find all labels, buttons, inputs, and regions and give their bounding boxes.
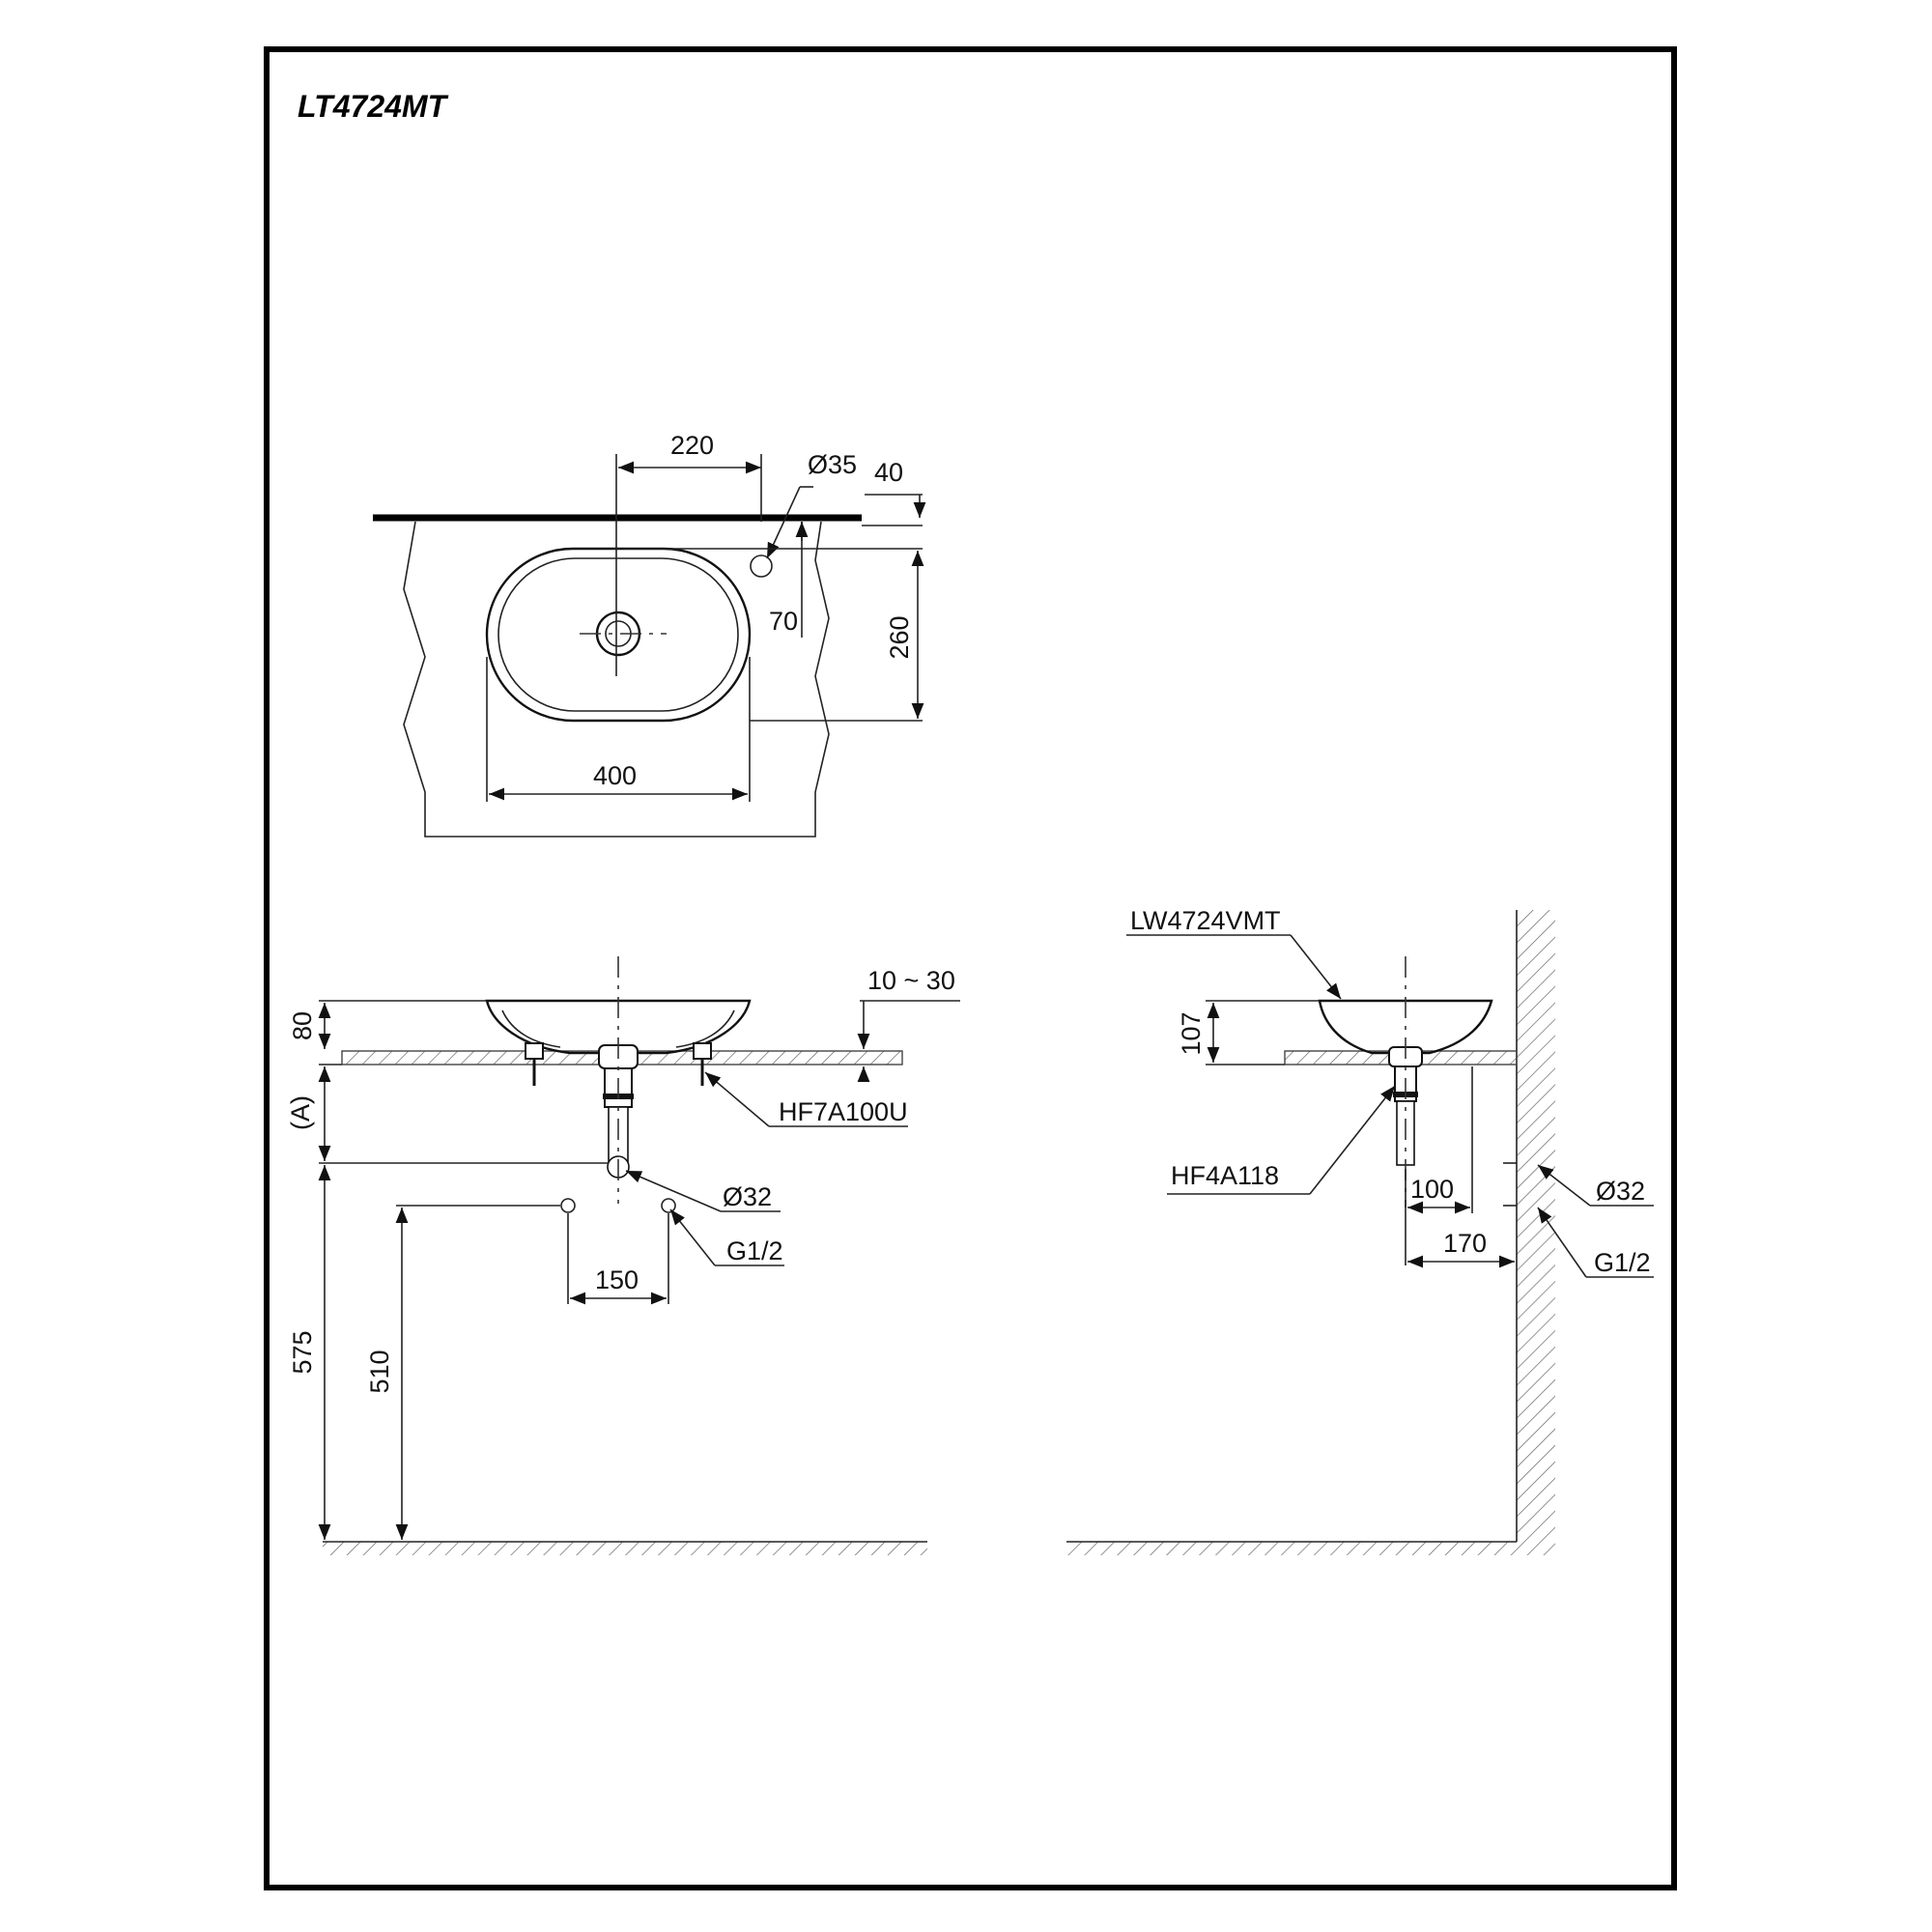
countertop-outline [403,521,830,838]
leader-faucet-hole [766,486,801,559]
dim-107: 107 [1177,1011,1206,1055]
label-outlet-front: Ø32 [723,1182,772,1211]
label-lw4724vmt: LW4724VMT [1130,906,1281,935]
leader-outlet-front [625,1170,722,1212]
sheet-border [264,46,1677,1890]
dim-80: 80 [288,1011,317,1040]
dim-150: 150 [595,1265,639,1294]
front-basin-profile [485,999,752,1055]
dim-260: 260 [885,615,914,659]
dim-510: 510 [365,1350,394,1393]
fixing-bolt-left [525,1042,544,1060]
dim-70: 70 [769,607,798,636]
dim-faucet-hole: Ø35 [808,450,857,479]
label-outlet-side: Ø32 [1596,1177,1645,1206]
dim-220: 220 [670,431,714,460]
front-floor [323,1542,927,1555]
dim-adjust: 10 ~ 30 [867,966,955,995]
front-basin-inner-left [501,1009,561,1048]
leader-drain-side [1309,1085,1396,1195]
dim-170: 170 [1443,1229,1487,1258]
label-supply-side: G1/2 [1594,1248,1651,1277]
front-basin-inner-right [675,1009,735,1048]
leader-outlet-side [1537,1164,1591,1207]
supply-left [560,1198,576,1213]
side-wall [1517,910,1555,1555]
drawing-title: LT4724MT [298,89,449,124]
front-view: 80 (A) 575 510 150 10 ~ 30 HF7A100U Ø32 … [286,956,960,1555]
fixing-bolt-right [693,1042,712,1060]
basin-inner-rim [497,557,739,712]
faucet-hole [750,554,773,578]
leader-supply-front [669,1208,716,1266]
dim-40: 40 [874,458,903,487]
dim-400: 400 [593,761,637,790]
leader-drain-front [704,1071,770,1127]
plan-view: 220 Ø35 40 70 260 400 [373,431,926,838]
label-hf4a118: HF4A118 [1171,1161,1279,1190]
label-supply-front: G1/2 [726,1236,783,1265]
basin-outer-rim [485,547,752,723]
leader-basin [1290,934,1342,1000]
leader-supply-side [1537,1207,1587,1278]
side-basin-profile [1318,999,1493,1055]
supply-right [661,1198,676,1213]
side-view: 107 100 170 LW4724VMT HF4A118 Ø32 G1/2 [1066,906,1654,1555]
label-hf7a100u: HF7A100U [779,1097,908,1126]
side-floor [1066,1542,1517,1555]
dim-100: 100 [1410,1175,1454,1204]
dim-575: 575 [288,1330,317,1374]
dim-a: (A) [286,1095,315,1130]
